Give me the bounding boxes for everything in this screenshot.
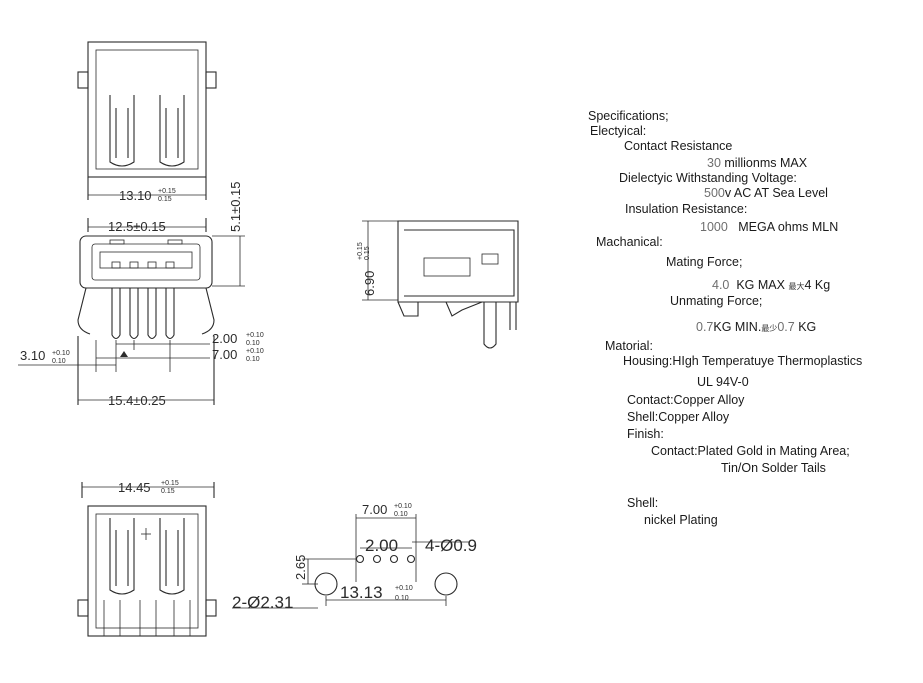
spec-mating-row: 4.0 KG MAX 最大4 Kg bbox=[712, 278, 830, 294]
spec-insulation-label: Insulation Resistance: bbox=[625, 202, 748, 216]
spec-mating-value: 4.0 bbox=[712, 278, 730, 292]
pin-hole-3 bbox=[389, 554, 399, 564]
spec-contact-resistance-value: 30 bbox=[707, 156, 721, 170]
spec-unmating-row: 0.7KG MIN.最少0.7 KG bbox=[696, 320, 816, 336]
svg-text:0.15: 0.15 bbox=[161, 488, 175, 495]
pcb-footprint: 7.00 +0.10 0.10 2.00 4-Ø0.9 2.65 2-Ø2.31… bbox=[232, 502, 477, 612]
spec-nickel: nickel Plating bbox=[644, 513, 718, 527]
front-shell bbox=[79, 235, 213, 289]
mount-hole-right bbox=[434, 572, 458, 596]
front-view: 12.5±0.15 5.1±0.15 2.00 +0.10 0.10 7.00 … bbox=[18, 181, 264, 408]
front-tongue bbox=[99, 251, 193, 269]
spec-mating-label: Mating Force; bbox=[666, 255, 743, 269]
side-latch bbox=[423, 257, 471, 277]
svg-text:+0.10: +0.10 bbox=[246, 332, 264, 339]
svg-text:0.10: 0.10 bbox=[246, 340, 260, 347]
svg-text:0.10: 0.10 bbox=[395, 595, 409, 602]
spec-contact: Contact:Copper Alloy bbox=[627, 393, 745, 407]
pin-hole-4 bbox=[406, 554, 416, 564]
svg-text:0.10: 0.10 bbox=[394, 511, 408, 518]
svg-text:+0.10: +0.10 bbox=[394, 503, 412, 510]
mount-hole-left bbox=[314, 572, 338, 596]
front-opening-dim: 12.5±0.15 bbox=[108, 219, 166, 234]
spec-shell: Shell:Copper Alloy bbox=[627, 410, 730, 424]
top-width-tol-minus: 0.15 bbox=[158, 196, 172, 203]
svg-text:0.15: 0.15 bbox=[364, 246, 371, 260]
top-width-dim: 13.10 bbox=[119, 188, 152, 203]
spec-electrical: Electyical: bbox=[590, 124, 647, 138]
svg-text:+0.10: +0.10 bbox=[52, 350, 70, 357]
spec-contact-resistance-unit: millionms MAX bbox=[724, 156, 808, 170]
front-height-dim: 5.1±0.15 bbox=[228, 181, 243, 232]
spec-insulation-unit: MEGA ohms MLN bbox=[738, 220, 839, 234]
spec-unmating-cjk: 最少 bbox=[761, 324, 778, 333]
top-view-shell bbox=[87, 41, 207, 178]
svg-text:0.10: 0.10 bbox=[246, 356, 260, 363]
svg-text:+0.10: +0.10 bbox=[395, 585, 413, 592]
footprint-pin-holes: 4-Ø0.9 bbox=[425, 536, 477, 555]
spec-finish-tails: Tin/On Solder Tails bbox=[721, 461, 826, 475]
spec-mating-cjk: 最大 bbox=[788, 282, 805, 291]
spec-contact-resistance-label: Contact Resistance bbox=[624, 139, 733, 153]
side-view: 6.90 +0.15 0.15 bbox=[357, 220, 519, 349]
spec-unmating-alt-value: 0.7 bbox=[777, 320, 795, 334]
spec-dielectric-unit: v AC AT Sea Level bbox=[724, 186, 828, 200]
spec-insulation-value: 1000 bbox=[700, 220, 728, 234]
svg-text:+0.15: +0.15 bbox=[161, 480, 179, 487]
spec-finish: Finish: bbox=[627, 427, 664, 441]
datum-arrow bbox=[120, 351, 128, 357]
spec-unmating-label: Unmating Force; bbox=[670, 294, 763, 308]
front-overall-dim: 15.4±0.25 bbox=[108, 393, 166, 408]
spec-mechanical: Machanical: bbox=[596, 235, 663, 249]
footprint-mount-span: 13.13 bbox=[340, 583, 383, 602]
spec-unmating-value: 0.7 bbox=[696, 320, 714, 334]
spec-finish-contact: Contact:Plated Gold in Mating Area; bbox=[651, 444, 850, 458]
front-offset-dim: 3.10 bbox=[20, 348, 45, 363]
footprint-row-offset: 2.65 bbox=[293, 555, 308, 580]
spec-insulation-row: 1000 MEGA ohms MLN bbox=[700, 220, 838, 235]
pin-hole-2 bbox=[372, 554, 382, 564]
front-span-dim: 7.00 bbox=[212, 347, 237, 362]
spec-dielectric-value: 500 bbox=[704, 186, 725, 200]
spec-dielectric-label: Dielectyic Withstanding Voltage: bbox=[619, 171, 797, 185]
top-width-tol-plus: +0.15 bbox=[158, 188, 176, 195]
pin-hole-1 bbox=[355, 554, 365, 564]
spec-material: Matorial: bbox=[605, 339, 653, 353]
top-view: 13.10 +0.15 0.15 bbox=[77, 41, 217, 203]
front-pitch-dim: 2.00 bbox=[212, 331, 237, 346]
footprint-span-dim: 7.00 bbox=[362, 502, 387, 517]
svg-text:+0.15: +0.15 bbox=[357, 242, 364, 260]
spec-mating-unit: KG MAX bbox=[736, 278, 785, 292]
spec-contact-resistance-row: 30 millionms MAX bbox=[707, 156, 807, 171]
spec-mating-alt: 4 Kg bbox=[804, 278, 831, 292]
side-height-dim: 6.90 bbox=[362, 271, 377, 296]
spec-unmating-unit: KG MIN. bbox=[713, 320, 762, 334]
footprint-mount-holes: 2-Ø2.31 bbox=[232, 593, 293, 612]
side-body bbox=[397, 220, 519, 303]
footprint-pitch: 2.00 bbox=[365, 536, 398, 555]
bottom-shell bbox=[87, 505, 207, 637]
spec-ul: UL 94V-0 bbox=[697, 375, 749, 389]
spec-unmating-alt-unit: KG bbox=[798, 320, 817, 334]
svg-text:0.10: 0.10 bbox=[52, 358, 66, 365]
spec-dielectric-row: 500v AC AT Sea Level bbox=[704, 186, 828, 201]
svg-text:+0.10: +0.10 bbox=[246, 348, 264, 355]
spec-housing: Housing:HIgh Temperatuye Thermoplastics bbox=[623, 354, 863, 368]
bottom-view: 14.45 +0.15 0.15 bbox=[77, 480, 217, 637]
spec-heading: Specifications; bbox=[588, 109, 669, 123]
bottom-width-dim: 14.45 bbox=[118, 480, 151, 495]
spec-shell2: Shell: bbox=[627, 496, 659, 510]
